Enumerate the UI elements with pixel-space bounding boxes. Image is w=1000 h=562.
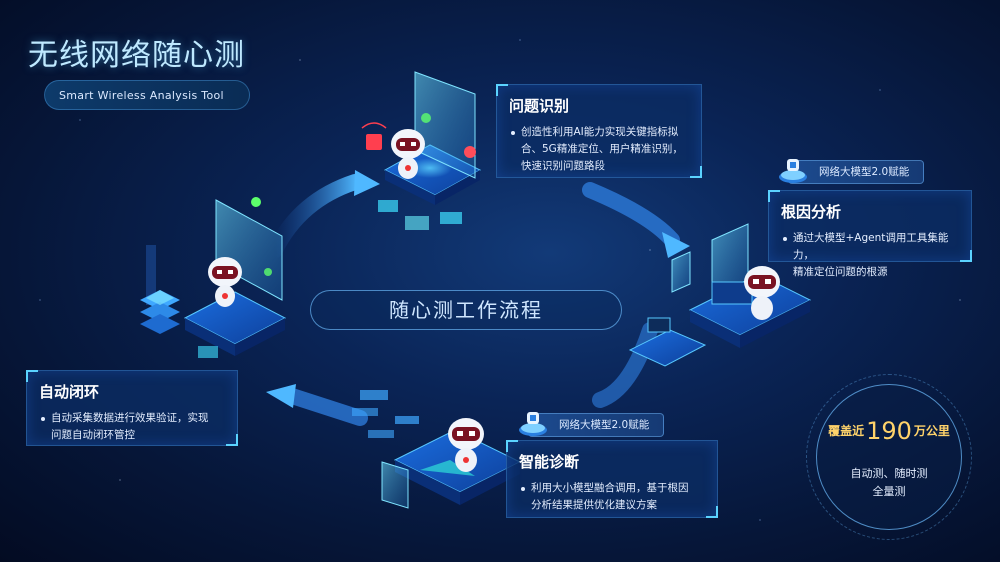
step-description: 利用大小模型融合调用，基于根因 分析结果提供优化建议方案 xyxy=(519,480,705,514)
badge-label: 网络大模型2.0赋能 xyxy=(559,419,650,431)
step-line: 利用大小模型融合调用，基于根因 xyxy=(531,482,689,494)
step-card-problem-identification: 问题识别 创造性利用AI能力实现关键指标拟 合、5G精准定位、用户精准识别， 快… xyxy=(496,84,702,178)
coverage-prefix: 覆盖近 xyxy=(828,424,865,438)
subtitle-pill: Smart Wireless Analysis Tool xyxy=(44,80,250,110)
ai-chip-icon xyxy=(779,159,807,183)
platform-closed-loop xyxy=(183,197,287,358)
page-title: 无线网络随心测 xyxy=(28,38,245,73)
robot-icon xyxy=(448,418,484,472)
step-line: 分析结果提供优化建议方案 xyxy=(531,499,657,511)
step-title: 自动闭环 xyxy=(39,383,100,401)
step-line: 问题自动闭环管控 xyxy=(51,429,135,441)
coverage-suffix: 万公里 xyxy=(913,424,950,438)
coverage-ring xyxy=(806,374,972,540)
workflow-center-label: 随心测工作流程 xyxy=(310,290,622,330)
server-stack-icon xyxy=(140,245,180,334)
coverage-line2: 全量测 xyxy=(872,485,906,498)
step-title: 智能诊断 xyxy=(519,453,580,471)
step-line: 通过大模型+Agent调用工具集能力， xyxy=(793,232,949,261)
coverage-number: 190 xyxy=(866,417,912,445)
llm-badge: 网络大模型2.0赋能 xyxy=(519,412,664,437)
platform-problem-identification xyxy=(378,71,482,230)
alarm-icon xyxy=(361,122,387,150)
step-description: 通过大模型+Agent调用工具集能力， 精准定位问题的根源 xyxy=(781,230,959,281)
step-line: 合、5G精准定位、用户精准识别， xyxy=(521,143,683,155)
step-line: 精准定位问题的根源 xyxy=(793,266,888,278)
step-card-root-cause: 根因分析 通过大模型+Agent调用工具集能力， 精准定位问题的根源 xyxy=(768,190,972,278)
platform-diagnosis xyxy=(352,390,522,509)
step-line: 自动采集数据进行效果验证，实现 xyxy=(51,412,209,424)
step-line: 快速识别问题路段 xyxy=(521,160,605,172)
ai-chip-icon xyxy=(519,412,547,436)
badge-label: 网络大模型2.0赋能 xyxy=(819,166,910,178)
step-description: 创造性利用AI能力实现关键指标拟 合、5G精准定位、用户精准识别， 快速识别问题… xyxy=(509,124,689,175)
step-card-diagnosis: 智能诊断 利用大小模型融合调用，基于根因 分析结果提供优化建议方案 xyxy=(506,440,718,518)
step-title: 根因分析 xyxy=(781,203,842,221)
coverage-line1: 自动测、随时测 xyxy=(850,467,928,480)
platform-root-cause xyxy=(628,223,812,367)
step-card-closed-loop: 自动闭环 自动采集数据进行效果验证，实现 问题自动闭环管控 xyxy=(26,370,238,446)
robot-icon xyxy=(391,129,425,179)
step-line: 创造性利用AI能力实现关键指标拟 xyxy=(521,126,679,138)
step-title: 问题识别 xyxy=(509,97,570,115)
step-description: 自动采集数据进行效果验证，实现 问题自动闭环管控 xyxy=(39,410,225,444)
robot-icon xyxy=(208,257,242,307)
llm-badge: 网络大模型2.0赋能 xyxy=(779,159,924,184)
robot-icon xyxy=(744,266,780,320)
